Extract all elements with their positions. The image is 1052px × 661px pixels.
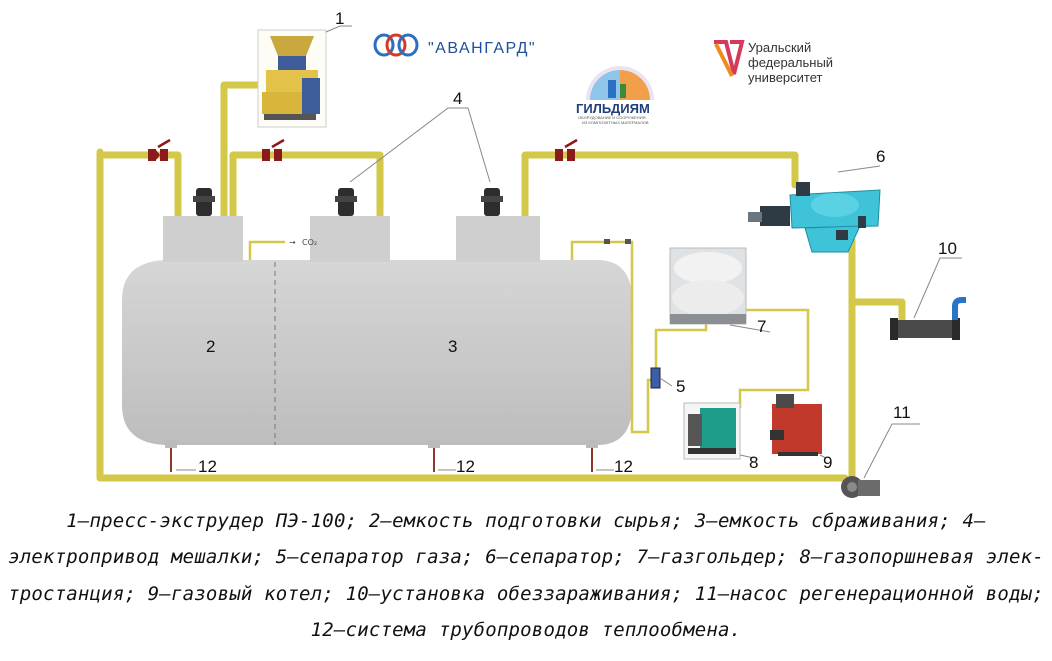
tank-body: [122, 260, 632, 445]
callout-6: 6: [876, 147, 885, 166]
bottom-return-pipe: [96, 148, 849, 482]
caption-line-2: электропривод мешалки; 5—сепаратор газа;…: [8, 546, 1044, 568]
callout-11: 11: [893, 403, 911, 422]
disinfection-unit: [890, 297, 966, 340]
caption-line-3: тростанция; 9—газовый котел; 10—установк…: [8, 583, 1044, 605]
valve-icon: [148, 138, 171, 161]
callout-12a: 12: [198, 457, 217, 476]
urfu-logo: [714, 40, 745, 77]
valve-icon: [555, 138, 578, 161]
callout-12b: 12: [456, 457, 475, 476]
valve-icon: [262, 138, 285, 161]
urfu-line-2: федеральный: [748, 55, 833, 70]
agitator-motors: [193, 188, 503, 216]
gas-holder: [669, 247, 747, 325]
callout-leaders: [176, 25, 962, 479]
co2-label: CO₂: [302, 238, 317, 247]
gas-separator: [650, 367, 661, 389]
separator-unit: [748, 182, 881, 253]
callout-1: 1: [335, 9, 344, 28]
left-loop-pipe: [96, 151, 182, 219]
gildiya-logo: [586, 66, 654, 100]
callout-3: 3: [448, 337, 457, 356]
motor-icon: [335, 188, 357, 216]
valves: [148, 138, 578, 161]
gildiya-subtitle-2: ИЗ КОМПОЗИТНЫХ МАТЕРИАЛОВ: [582, 120, 649, 125]
regeneration-pump: [841, 476, 880, 498]
gas-boiler: [770, 394, 822, 456]
gildiya-logo-text: ГИЛЬДИЯМ: [576, 101, 650, 116]
callout-12c: 12: [614, 457, 633, 476]
tank-legs: [165, 440, 598, 448]
callout-7: 7: [757, 317, 766, 336]
disinfection-pipe: [848, 298, 906, 326]
digester-tank: [122, 216, 632, 448]
check-valve-icon: [604, 239, 610, 244]
urfu-line-1: Уральский: [748, 40, 811, 55]
callout-9: 9: [823, 453, 832, 472]
heat-exchange-drains: [170, 448, 593, 472]
avangard-logo-text: "АВАНГАРД": [428, 40, 536, 57]
gildiya-subtitle-1: ОБОРУДОВАНИЕ И СООРУЖЕНИЯ: [578, 115, 646, 120]
separator-feed-pipe: [521, 151, 799, 219]
urfu-line-3: университет: [748, 70, 823, 85]
callout-numbers: 1 2 3 4 5 6 7 8 9 10 11 12 12 12: [198, 9, 957, 476]
callout-8: 8: [749, 453, 758, 472]
avangard-logo: [373, 33, 419, 57]
caption-line-1: 1—пресс-экструдер ПЭ-100; 2—емкость подг…: [66, 510, 986, 532]
pipe-network: [96, 81, 906, 482]
caption-line-4: 12—система трубопроводов теплообмена.: [310, 619, 742, 641]
motor-icon: [193, 188, 215, 216]
callout-5: 5: [676, 377, 685, 396]
middle-loop-pipe: [229, 151, 384, 219]
biogas-plant-diagram: → CO₂: [96, 9, 966, 498]
gas-lines: [248, 240, 810, 434]
callout-2: 2: [206, 337, 215, 356]
svg-text:→: →: [289, 238, 296, 247]
callout-10: 10: [938, 239, 957, 258]
extruder-feed-pipe: [220, 81, 262, 219]
gas-piston-generator: [683, 402, 741, 460]
callout-4: 4: [453, 89, 462, 108]
motor-icon: [481, 188, 503, 216]
press-extruder: [257, 29, 327, 128]
